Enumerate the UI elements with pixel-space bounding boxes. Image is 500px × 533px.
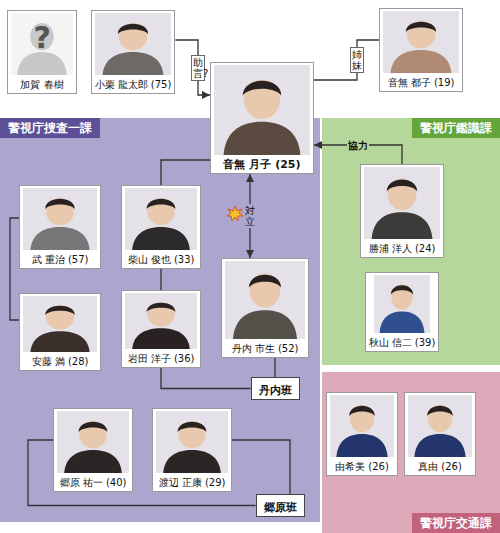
person-card: 渡辺 正康 (29) [152,408,232,492]
person-name: 渡辺 正康 (29) [159,475,226,490]
department-name: 警視庁鑑識課 [412,118,500,138]
portrait-photo [364,167,440,239]
portrait-photo [225,261,305,339]
person-name: 音無 月子 (25) [223,157,300,172]
person-name: 真由 (26) [418,459,462,474]
person-card: 安藤 満 (28) [19,293,101,371]
person-card: 秋山 信二 (39) [365,272,440,352]
portrait-photo [383,11,459,73]
relation-line [28,440,256,506]
relation-line [175,40,210,95]
person-name: 丹内 市生 (52) [232,341,299,356]
department-region: 警視庁捜査一課音無 月子 (25) 武 重治 (57) 柴山 俊也 (33) 丹内 市… [0,118,320,522]
team-name: 郷原班 [264,501,297,514]
portrait-photo [125,188,197,250]
portrait-photo [95,13,171,75]
portrait-photo [23,188,97,250]
portrait-photo [408,395,472,457]
person-name: 郷原 祐一 (40) [60,475,127,490]
relation-line [160,269,161,290]
portrait-photo [23,296,97,352]
person-name: 安藤 満 (28) [32,354,89,369]
relation-line [161,160,210,185]
unknown-mark: ? [34,22,51,54]
relation-line [314,40,379,80]
department-name: 警視庁捜査一課 [0,118,100,138]
person-name: 音無 都子 (19) [388,75,455,90]
person-card: 勝浦 洋人 (24) [360,164,444,258]
person-card: 真由 (26) [404,392,476,476]
person-name: 勝浦 洋人 (24) [369,241,436,256]
relation-line [161,368,251,389]
person-name: 武 重治 (57) [32,252,89,267]
person-card: 柴山 俊也 (33) [121,185,201,269]
relation-line [10,218,19,320]
team-box: 郷原班 [256,494,305,517]
person-name: 秋山 信二 (39) [369,335,436,350]
conflict-burst [227,206,243,221]
person-card: 小栗 龍太郎 (75) [91,10,176,94]
person-name: 柴山 俊也 (33) [128,252,195,267]
person-card: 郷原 祐一 (40) [53,408,133,492]
person-card: 音無 月子 (25) [210,62,314,174]
team-box: 丹内班 [251,377,300,400]
portrait-photo [156,411,228,473]
person-name: 小栗 龍太郎 (75) [95,77,172,92]
person-card: 丹内 市生 (52) [221,258,309,358]
team-name: 丹内班 [259,384,292,397]
department-name: 警視庁交通課 [412,513,500,533]
relation-label: 協力 [347,138,369,153]
person-name: 岩田 洋子 (36) [128,351,195,366]
portrait-photo [374,275,430,333]
portrait-photo [330,395,394,457]
relation-line [232,440,290,494]
department-region: 警視庁交通課 由希美 (26) 真由 (26) [322,372,500,533]
person-card: 岩田 洋子 (36) [121,290,201,368]
portrait-photo [214,65,310,155]
portrait-photo [125,293,197,349]
portrait-photo [57,411,129,473]
department-region: 警視庁鑑識課勝浦 洋人 (24) 秋山 信二 (39) [322,118,500,365]
person-card: 由希美 (26) [326,392,398,476]
relation-label: 対立 [244,204,256,228]
person-card: 武 重治 (57) [19,185,101,269]
person-name: 由希美 (26) [335,459,389,474]
relation-label: 助言? [191,55,205,81]
person-card: 音無 都子 (19) [379,8,463,92]
relation-label: 姉妹 [350,47,364,73]
relation-line [274,358,275,377]
person-name: 加賀 春樹 [20,77,63,92]
